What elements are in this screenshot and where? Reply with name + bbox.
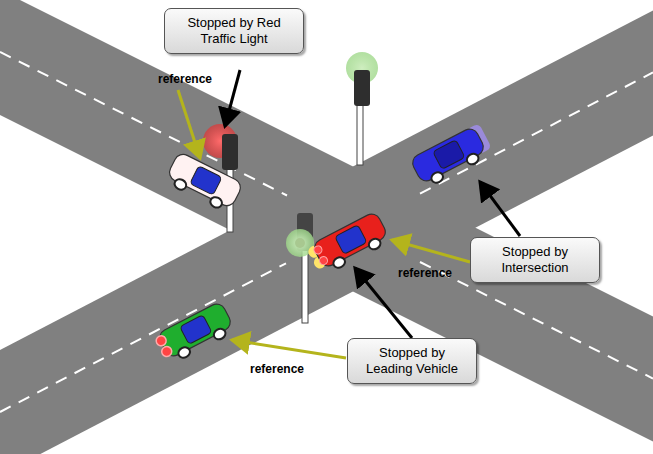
reference-label: reference bbox=[158, 72, 212, 86]
road bbox=[0, 10, 653, 454]
traffic-light bbox=[346, 52, 378, 165]
traffic-light bbox=[286, 213, 314, 323]
green-car bbox=[153, 301, 236, 366]
reference-label: reference bbox=[398, 266, 452, 280]
callout-text: Stopped by Red Traffic Light bbox=[175, 15, 293, 47]
lane-marking bbox=[0, 52, 653, 412]
leader-arrow bbox=[178, 70, 520, 358]
callout-box: Stopped by Red Traffic Light bbox=[164, 8, 304, 54]
callout-box: Stopped by Intersection bbox=[470, 237, 600, 283]
red-car bbox=[305, 211, 391, 278]
callout-box: Stopped by Leading Vehicle bbox=[347, 338, 477, 384]
white-car bbox=[164, 151, 244, 214]
blue-car bbox=[410, 123, 495, 189]
callout-text: Stopped by Intersection bbox=[481, 244, 589, 276]
callout-text: Stopped by Leading Vehicle bbox=[358, 345, 466, 377]
reference-label: reference bbox=[250, 362, 304, 376]
